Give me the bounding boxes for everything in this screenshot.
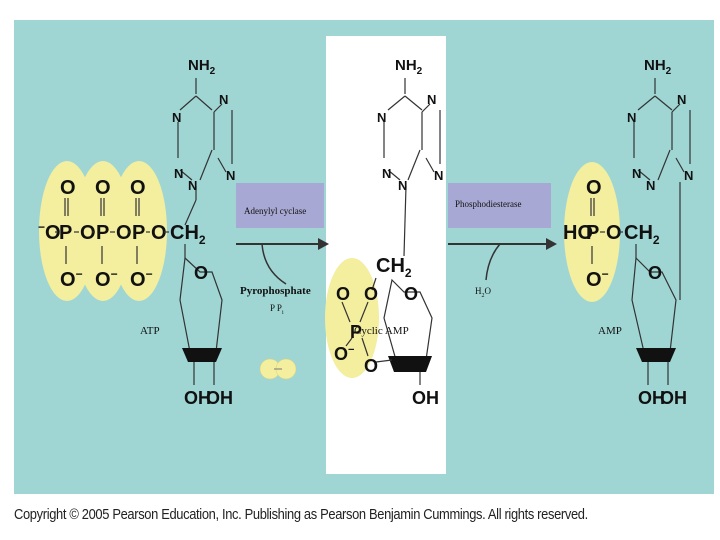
- atp-p3: P: [132, 222, 145, 244]
- atp-n-ring: N: [188, 178, 197, 193]
- amp-phosphate: HO P O CH2 O O−: [563, 177, 660, 291]
- atp-n7: N: [219, 92, 228, 107]
- atp-nh2: NH2: [188, 57, 216, 77]
- atp-n1: N: [172, 110, 181, 125]
- phosphodiesterase-box: [448, 183, 551, 228]
- adenylyl-cyclase-label: Adenylyl cyclase: [244, 206, 306, 216]
- atp-o-bot2: O−: [95, 267, 118, 291]
- camp-n9: N: [434, 168, 443, 183]
- atp-o-top3: O: [130, 177, 146, 199]
- atp-adenine: [177, 78, 233, 226]
- amp-n1: N: [627, 110, 636, 125]
- camp-oh: OH: [412, 388, 439, 408]
- camp-phosphate: O O P O− O: [334, 284, 378, 376]
- atp-o-bot1: O−: [60, 267, 83, 291]
- camp-n1: N: [377, 110, 386, 125]
- camp-n-ring: N: [398, 178, 407, 193]
- atp-oh2: OH: [206, 388, 233, 408]
- copyright-notice: Copyright © 2005 Pearson Education, Inc.…: [14, 506, 588, 523]
- atp-phosphate-chain: −O P O P O P O CH2 O O O O− O− O−: [38, 177, 206, 291]
- amp-adenine-atoms: NH2 N N N N N: [627, 57, 693, 193]
- amp-o-top: O: [586, 177, 602, 199]
- atp-n3: N: [174, 166, 183, 181]
- amp-phosphate-highlight: [564, 162, 620, 302]
- pyrophosphate-label: Pyrophosphate: [240, 285, 311, 297]
- camp-ribose: CH2 O OH: [371, 255, 439, 408]
- camp-n7: N: [427, 92, 436, 107]
- camp-ch2: CH2: [376, 255, 412, 280]
- atp-o3: O: [151, 222, 167, 244]
- amp-oh2: OH: [660, 388, 687, 408]
- amp-ho: HO: [563, 222, 593, 244]
- atp-o-top1: O: [60, 177, 76, 199]
- adenylyl-cyclase-box: [236, 183, 324, 228]
- camp-ring-o: O: [404, 284, 418, 304]
- amp-p: P: [586, 222, 599, 244]
- atp-label: ATP: [140, 325, 160, 337]
- atp-ring-o: O: [194, 263, 208, 283]
- camp-nh2: NH2: [395, 57, 423, 77]
- atp-n9: N: [226, 168, 235, 183]
- atp-phosphate-highlights: [39, 161, 167, 301]
- amp-oh1: OH: [638, 388, 665, 408]
- atp-oh1: OH: [184, 388, 211, 408]
- amp-n-ring: N: [646, 178, 655, 193]
- atp-o-minus-left: −O: [38, 220, 61, 244]
- atp-ribose: O OH OH: [179, 244, 233, 408]
- atp-o-top2: O: [95, 177, 111, 199]
- pyrophosphate-symbol: P Pi: [270, 303, 284, 316]
- cyclic-amp-label: Cyclic AMP: [354, 325, 409, 337]
- camp-adenine-atoms: NH2 N N N N N: [377, 57, 443, 193]
- camp-p: P: [350, 322, 362, 342]
- phosphodiesterase-label: Phosphodiesterase: [455, 199, 522, 209]
- camp-o-top: O: [336, 284, 350, 304]
- amp-o-link: O: [606, 222, 622, 244]
- camp-n3: N: [382, 166, 391, 181]
- atp-p1: P: [59, 222, 72, 244]
- atp-o1: O: [80, 222, 96, 244]
- amp-ribose: O OH OH: [631, 244, 687, 408]
- camp-o-link2: O: [364, 356, 378, 376]
- amp-adenine-atoms-atp: NH2 N N N N N: [172, 57, 235, 193]
- atp-o-bot3: O−: [130, 267, 153, 291]
- atp-p2: P: [96, 222, 109, 244]
- pyrophosphate-circles: [259, 358, 297, 380]
- camp-o-minus: O−: [334, 344, 354, 364]
- reaction-arrow-1: [236, 238, 329, 285]
- amp-o-bot: O−: [586, 267, 609, 291]
- amp-n3: N: [632, 166, 641, 181]
- atp-phosphate-bonds: [55, 198, 169, 264]
- camp-o-link1: O: [364, 284, 378, 304]
- amp-ch2: CH2: [624, 222, 660, 247]
- cyclic-amp-panel: [326, 36, 446, 474]
- amp-n9: N: [684, 168, 693, 183]
- amp-n7: N: [677, 92, 686, 107]
- camp-adenine: [383, 78, 441, 257]
- amp-adenine: [633, 78, 691, 300]
- amp-label: AMP: [598, 325, 622, 337]
- amp-ring-o: O: [648, 263, 662, 283]
- atp-o2: O: [116, 222, 132, 244]
- reaction-arrow-2: [448, 238, 557, 281]
- atp-ch2: CH2: [170, 222, 206, 247]
- water-label: H2O: [475, 286, 492, 299]
- amp-nh2: NH2: [644, 57, 672, 77]
